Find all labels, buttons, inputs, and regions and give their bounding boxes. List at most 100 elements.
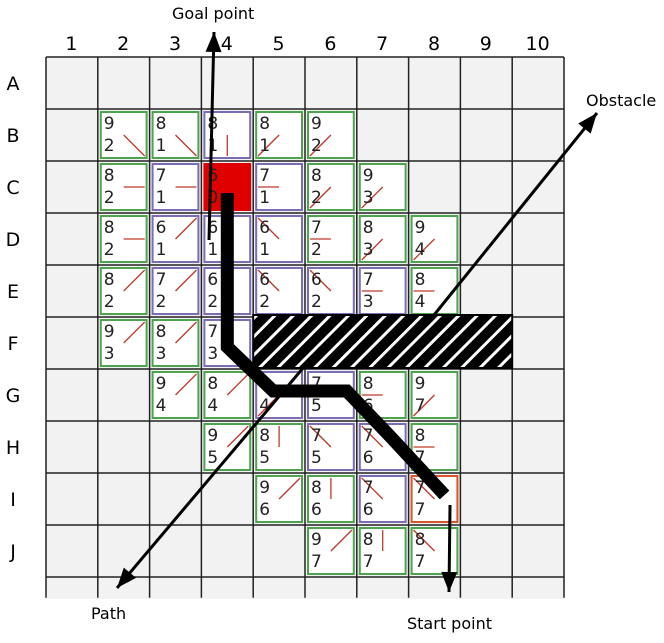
column-label: 5 [273,33,285,55]
cell-top-value: 6 [259,218,270,238]
cell-direction-line [123,134,146,157]
obstacle-label: Obstacle [586,91,656,110]
grid-cell: 83 [358,215,407,263]
cell-top-value: 9 [104,322,115,342]
cell-top-value: 7 [311,374,322,394]
grid-cell: 95 [203,423,252,471]
cell-top-value: 9 [311,530,322,550]
column-label: 6 [324,33,336,55]
grid-cell: 94 [410,215,459,263]
column-label: 7 [376,33,388,55]
cell-top-value: 8 [104,270,115,290]
cell-bottom-value: 5 [207,448,218,468]
cell-bottom-value: 4 [259,396,270,416]
cell-bottom-value: 7 [311,552,322,572]
cell-bottom-value: 2 [311,292,322,312]
cell-direction-line [175,134,197,157]
grid-cell: 82 [307,163,355,211]
cell-bottom-value: 6 [259,500,270,520]
cell-top-value: 7 [259,166,270,186]
cell-bottom-value: 2 [311,136,322,156]
cell-bottom-value: 3 [207,344,218,364]
grid-cell: 72 [307,215,355,263]
cell-top-value: 9 [311,114,322,134]
cell-top-value: 7 [156,270,167,290]
cell-top-value: 8 [415,426,426,446]
row-label: G [6,385,21,407]
cell-bottom-value: 0 [207,188,218,208]
cell-top-value: 9 [207,426,218,446]
column-label: 4 [221,33,233,55]
cell-bottom-value: 1 [156,240,167,260]
cell-top-value: 8 [415,270,426,290]
grid-cell: 61 [255,215,304,263]
cell-bottom-value: 7 [415,448,426,468]
cell-top-value: 7 [363,270,374,290]
row-label: I [10,489,16,511]
cell-direction-line [413,238,435,261]
grid-cell: 92 [307,111,355,159]
cell-direction-line [123,269,146,292]
cell-direction-line [361,425,384,448]
grid-cell: 94 [151,371,200,419]
cell-top-value: 6 [259,270,270,290]
cell-top-value: 8 [104,166,115,186]
row-label: B [6,125,19,147]
path-line [220,193,450,500]
cell-direction-line [330,529,353,552]
grid-cell: 82 [99,215,148,263]
grid-cell: 61 [151,215,200,263]
column-label: 9 [480,33,492,55]
cell-direction-line [309,269,332,292]
cell-top-value: 6 [207,166,218,186]
cell-direction-line [257,269,280,292]
cell-direction-line [257,217,280,240]
row-label: F [8,333,19,355]
row-label: J [9,541,16,563]
row-label: H [6,437,20,459]
cell-bottom-value: 6 [363,500,374,520]
row-label: C [6,177,19,199]
cell-top-value: 9 [156,374,167,394]
cell-bottom-value: 1 [207,136,218,156]
cell-direction-line [361,477,384,500]
cell-direction-line [257,134,280,157]
cell-top-value: 8 [363,218,374,238]
grid-cell: 85 [255,423,304,471]
cell-top-value: 7 [311,218,322,238]
row-label: D [6,229,21,251]
path-label: Path [91,604,126,623]
grid-cell: 82 [99,163,148,211]
cell-direction-line [413,394,435,417]
cell-bottom-value: 1 [259,136,270,156]
cell-top-value: 8 [259,426,270,446]
grid-cell: 96 [255,475,304,523]
grid-cell: 72 [151,267,200,315]
cell-bottom-value: 7 [415,552,426,572]
cell-direction-line [226,373,249,396]
cell-top-value: 8 [311,166,322,186]
cell-bottom-value: 2 [104,240,115,260]
cell-bottom-value: 1 [156,136,167,156]
column-label: 3 [169,33,181,55]
grid-cell: 84 [410,267,459,315]
cell-bottom-value: 2 [259,292,270,312]
cell-top-value: 8 [363,530,374,550]
cell-direction-line [123,321,146,344]
cell-bottom-value: 4 [156,396,167,416]
cell-bottom-value: 2 [207,292,218,312]
grid-cell: 93 [358,163,407,211]
cell-top-value: 8 [311,478,322,498]
cell-top-value: 8 [156,322,167,342]
grid-cell: 92 [99,111,148,159]
cell-bottom-value: 3 [363,240,374,260]
cell-direction-line [361,238,384,261]
cell-top-value: 8 [363,374,374,394]
cell-top-value: 9 [104,114,115,134]
cell-top-value: 8 [259,114,270,134]
cell-direction-line [413,529,435,552]
grid-cell: 62 [255,267,304,315]
cell-bottom-value: 4 [415,292,426,312]
column-label: 2 [117,33,129,55]
